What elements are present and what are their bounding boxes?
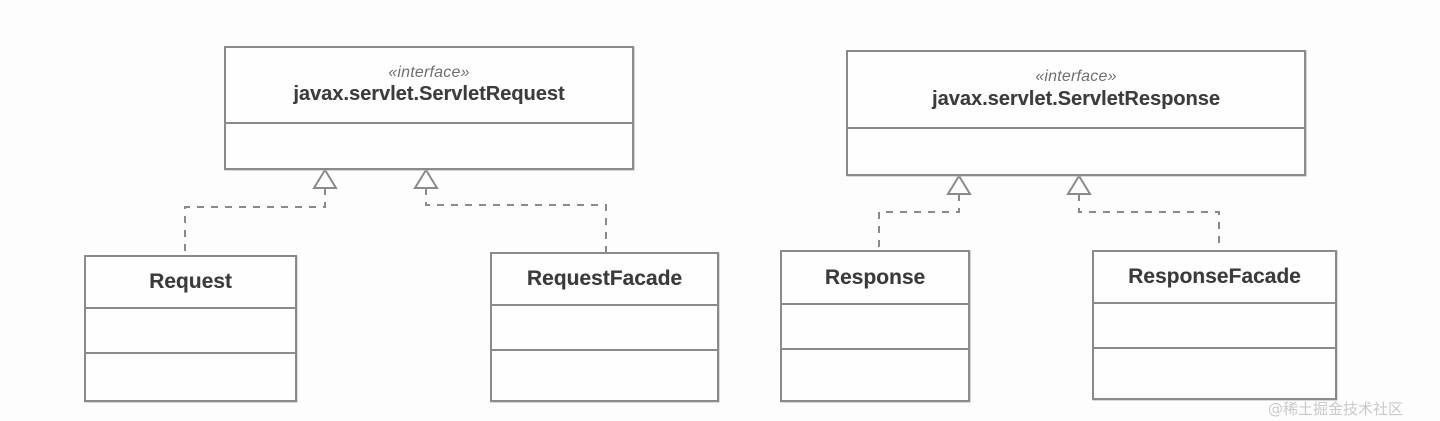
watermark-text: @稀土掘金技术社区: [1268, 400, 1404, 418]
class-operations-compartment-response: [782, 350, 968, 400]
interface-box-servlet-response[interactable]: «interface» javax.servlet.ServletRespons…: [846, 50, 1306, 176]
class-header-response-facade: ResponseFacade: [1094, 252, 1335, 304]
realization-line: [184, 188, 326, 255]
class-attributes-compartment-request-facade: [492, 306, 717, 351]
interface-members-compartment-servlet-request: [226, 124, 632, 168]
class-box-request[interactable]: Request: [84, 255, 297, 402]
realization-line: [1078, 194, 1220, 250]
class-name-response: Response: [824, 265, 926, 289]
interface-header-servlet-response: «interface» javax.servlet.ServletRespons…: [848, 52, 1304, 129]
realization-line: [878, 194, 960, 250]
realization-hollow-triangle-icon: [413, 168, 439, 189]
class-name-request: Request: [149, 270, 232, 294]
class-name-response-facade: ResponseFacade: [1128, 265, 1301, 289]
class-operations-compartment-request: [86, 354, 295, 400]
class-header-request-facade: RequestFacade: [492, 254, 717, 306]
class-box-request-facade[interactable]: RequestFacade: [490, 252, 719, 402]
class-header-response: Response: [782, 252, 968, 305]
class-attributes-compartment-request: [86, 309, 295, 354]
realization-hollow-triangle-icon: [946, 174, 972, 195]
realization-hollow-triangle-icon: [312, 168, 338, 189]
class-box-response-facade[interactable]: ResponseFacade: [1092, 250, 1337, 400]
class-operations-compartment-request-facade: [492, 351, 717, 400]
realization-line: [425, 188, 607, 252]
interface-name-servlet-request: javax.servlet.ServletRequest: [293, 83, 565, 106]
class-name-request-facade: RequestFacade: [526, 267, 683, 291]
stereotype-label: «interface»: [1035, 68, 1117, 86]
stereotype-label: «interface»: [388, 63, 470, 81]
interface-name-servlet-response: javax.servlet.ServletResponse: [932, 87, 1220, 110]
interface-header-servlet-request: «interface» javax.servlet.ServletRequest: [226, 48, 632, 124]
interface-box-servlet-request[interactable]: «interface» javax.servlet.ServletRequest: [224, 46, 634, 170]
class-attributes-compartment-response: [782, 305, 968, 350]
interface-members-compartment-servlet-response: [848, 129, 1304, 174]
class-box-response[interactable]: Response: [780, 250, 970, 402]
class-attributes-compartment-response-facade: [1094, 304, 1335, 349]
class-operations-compartment-response-facade: [1094, 349, 1335, 398]
class-header-request: Request: [86, 257, 295, 309]
realization-hollow-triangle-icon: [1066, 174, 1092, 195]
